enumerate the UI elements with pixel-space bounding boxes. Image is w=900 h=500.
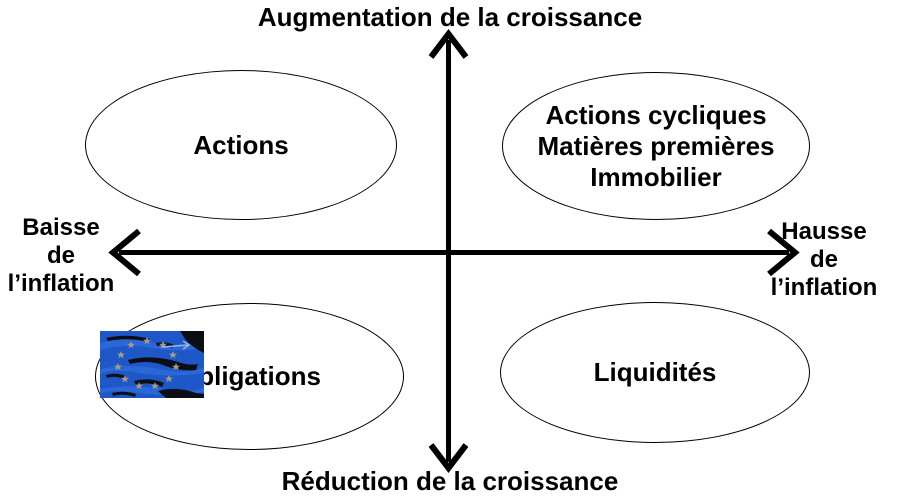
arrowhead-up-icon <box>428 29 469 59</box>
axis-label-line: de <box>46 242 75 269</box>
ellipse-label: Actions <box>193 129 289 160</box>
axis-label-line: l’inflation <box>770 274 878 301</box>
flag-small-arrow-icon <box>161 340 191 350</box>
axis-label-growth-up: Augmentation de la croissance <box>257 2 643 32</box>
ellipse-liquidites: Liquidités <box>500 302 810 443</box>
axis-label-line: de <box>809 246 838 273</box>
axis-label-inflation-up: Hausse de l’inflation <box>756 218 892 302</box>
axis-label-growth-down: Réduction de la croissance <box>281 466 619 496</box>
ellipse-label: Matières premières <box>537 130 775 161</box>
flag-fold-shadows <box>106 331 204 398</box>
axis-label-inflation-down: Baisse de l’inflation <box>2 214 120 298</box>
eu-flag-image <box>100 331 204 398</box>
ellipse-cyclical-assets: Actions cycliques Matières premières Imm… <box>502 72 810 220</box>
ellipse-actions: Actions <box>85 70 397 220</box>
ellipse-label: Immobilier <box>590 161 722 192</box>
axis-label-line: Baisse <box>22 214 100 241</box>
ellipse-label: Liquidités <box>593 357 717 387</box>
ellipse-label: Actions cycliques <box>545 99 767 130</box>
axis-label-line: Hausse <box>781 218 867 245</box>
arrowhead-down-icon <box>428 443 469 473</box>
axis-label-line: l’inflation <box>7 270 115 297</box>
